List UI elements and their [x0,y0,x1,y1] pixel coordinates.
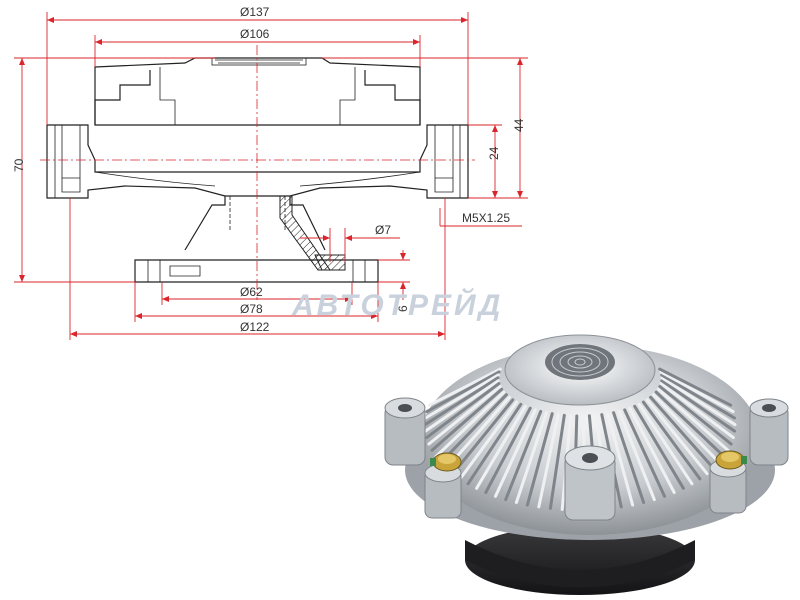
cooling-fin [427,367,502,407]
cooling-fin [660,379,737,433]
cooling-fin [660,373,736,420]
cooling-fin [633,404,685,490]
dimension-label-t6: 6 [396,305,410,312]
cooling-fin [425,370,501,414]
mounting-lug-left [384,397,426,466]
cooling-fin [537,413,560,509]
dimension-label-d78: Ø78 [240,302,263,316]
watermark-logo: АВТОТРЕЙД [291,287,503,322]
cross-section-outline [40,45,475,300]
cooling-fin [427,385,502,446]
cooling-fin [504,409,543,502]
cooling-fin [423,376,500,427]
cooling-fin [466,402,523,486]
cooling-fin [434,390,506,458]
dimension-label-d122: Ø122 [240,320,270,334]
dimension-label-thread: M5X1.25 [462,211,510,225]
cooling-fin [425,382,501,440]
dimension-label-h44: 44 [512,118,526,132]
dimension-label-d106: Ø106 [240,27,270,41]
cooling-fin [623,408,666,498]
cooling-fin [637,402,694,486]
mounting-lug-right [749,398,789,466]
bolt-left [430,452,462,472]
cooling-fin [514,411,548,504]
cooling-fin [439,393,508,464]
bimetal-spring [545,344,615,380]
cooling-fin [649,395,715,470]
cooling-fin [658,385,733,446]
cooling-fin [424,373,500,420]
cooling-fin [525,412,554,507]
cooling-fin [484,406,532,494]
cooling-fin [458,400,519,481]
bolt-right [715,450,747,470]
cooling-fin [423,379,500,433]
cooling-fin [430,387,504,452]
cooling-fin [660,376,737,427]
mounting-lug-front [564,445,616,521]
cooling-fin [628,406,676,494]
cooling-fin [659,382,735,440]
cooling-fin [612,411,646,504]
dimension-label-h70: 70 [12,158,26,172]
cooling-fin [617,409,656,502]
dimension-label-d137: Ø137 [240,5,270,19]
cooling-fin [548,413,566,510]
cooling-fin [656,387,730,452]
dimension-label-d62: Ø62 [240,285,263,299]
cooling-fin [494,408,537,498]
cooling-fin [659,370,735,414]
cooling-fin [654,390,726,458]
mounting-lug-front-left [424,463,462,519]
dimension-lines [14,12,528,340]
cooling-fin [451,398,515,476]
cooling-fin [641,400,702,481]
cooling-fin [475,404,527,490]
cooling-fins [423,367,737,512]
fan-clutch-photo [384,334,789,595]
dimension-label-d7: Ø7 [375,223,391,237]
cooling-fin [645,398,709,476]
cooling-fin [658,367,733,407]
cooling-fin [652,393,721,464]
dimension-label-h24: 24 [487,146,501,160]
cooling-fin [606,412,635,507]
